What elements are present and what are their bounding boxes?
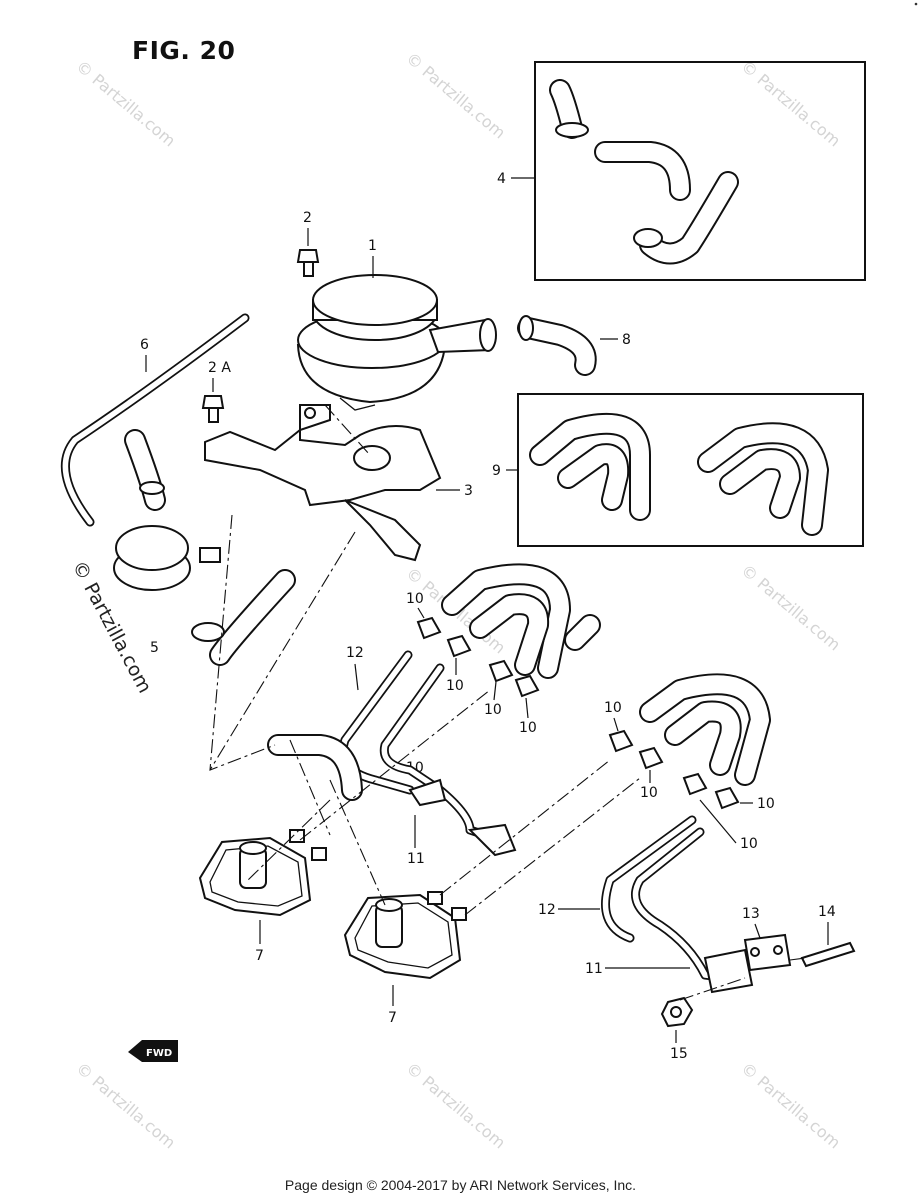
callout-15: 15 <box>670 1046 688 1062</box>
watermark: © Partzilla.com <box>737 561 844 655</box>
callout-3: 3 <box>464 483 473 499</box>
callout-13: 13 <box>742 906 760 922</box>
part-8-hose <box>517 315 597 376</box>
corner-dot <box>914 2 918 6</box>
part-2a-bolt <box>201 395 225 423</box>
watermark: © Partzilla.com <box>72 1059 179 1153</box>
watermark: © Partzilla.com <box>402 1059 509 1153</box>
callout-10: 10 <box>519 720 537 736</box>
fwd-arrow-icon: FWD <box>128 1040 178 1062</box>
callout-12: 12 <box>538 902 556 918</box>
part-4-box <box>534 61 866 281</box>
center-u-hoses <box>441 563 601 679</box>
part-15-nut <box>660 996 694 1028</box>
callout-7: 7 <box>388 1010 397 1026</box>
fwd-label: FWD <box>146 1048 172 1059</box>
callout-10: 10 <box>604 700 622 716</box>
figure-title: FIG. 20 <box>132 36 236 65</box>
callout-10: 10 <box>446 678 464 694</box>
watermark: © Partzilla.com <box>737 1059 844 1153</box>
callout-4: 4 <box>497 171 506 187</box>
callout-6: 6 <box>140 337 149 353</box>
callout-11: 11 <box>585 961 603 977</box>
part-7-valve-right <box>343 891 467 980</box>
part-10-clips <box>416 616 740 810</box>
part-7-valve-left <box>198 829 327 917</box>
part-4-hoses <box>549 79 739 265</box>
part-1-valve <box>296 274 497 411</box>
callout-12: 12 <box>346 645 364 661</box>
part-6-hose <box>60 313 250 527</box>
part-5-valve <box>113 429 296 666</box>
part-13-gasket <box>743 933 792 972</box>
callout-11: 11 <box>407 851 425 867</box>
alignment-lines <box>209 404 806 1001</box>
callout-7: 7 <box>255 948 264 964</box>
page-footer: Page design © 2004-2017 by ARI Network S… <box>284 1177 637 1193</box>
right-u-hoses <box>639 673 771 786</box>
callout-14: 14 <box>818 904 836 920</box>
part-14-stud <box>800 941 856 968</box>
callout-9: 9 <box>492 463 501 479</box>
right-pipes <box>601 815 754 994</box>
part-2-bolt <box>296 249 320 277</box>
callout-5: 5 <box>150 640 159 656</box>
callout-2a: 2 A <box>208 360 231 376</box>
callout-10: 10 <box>484 702 502 718</box>
callout-10: 10 <box>640 785 658 801</box>
watermark: © Partzilla.com <box>402 49 509 143</box>
callout-1: 1 <box>368 238 377 254</box>
callout-8: 8 <box>622 332 631 348</box>
center-elbow-hose <box>267 734 363 801</box>
watermark: © Partzilla.com <box>737 57 844 151</box>
watermark: © Partzilla.com <box>72 57 179 151</box>
center-pipes <box>338 650 517 857</box>
callout-10: 10 <box>757 796 775 812</box>
callout-2: 2 <box>303 210 312 226</box>
part-9-hoses <box>529 412 829 536</box>
callout-10: 10 <box>406 591 424 607</box>
part-3-bracket <box>204 404 442 562</box>
callout-10: 10 <box>740 836 758 852</box>
